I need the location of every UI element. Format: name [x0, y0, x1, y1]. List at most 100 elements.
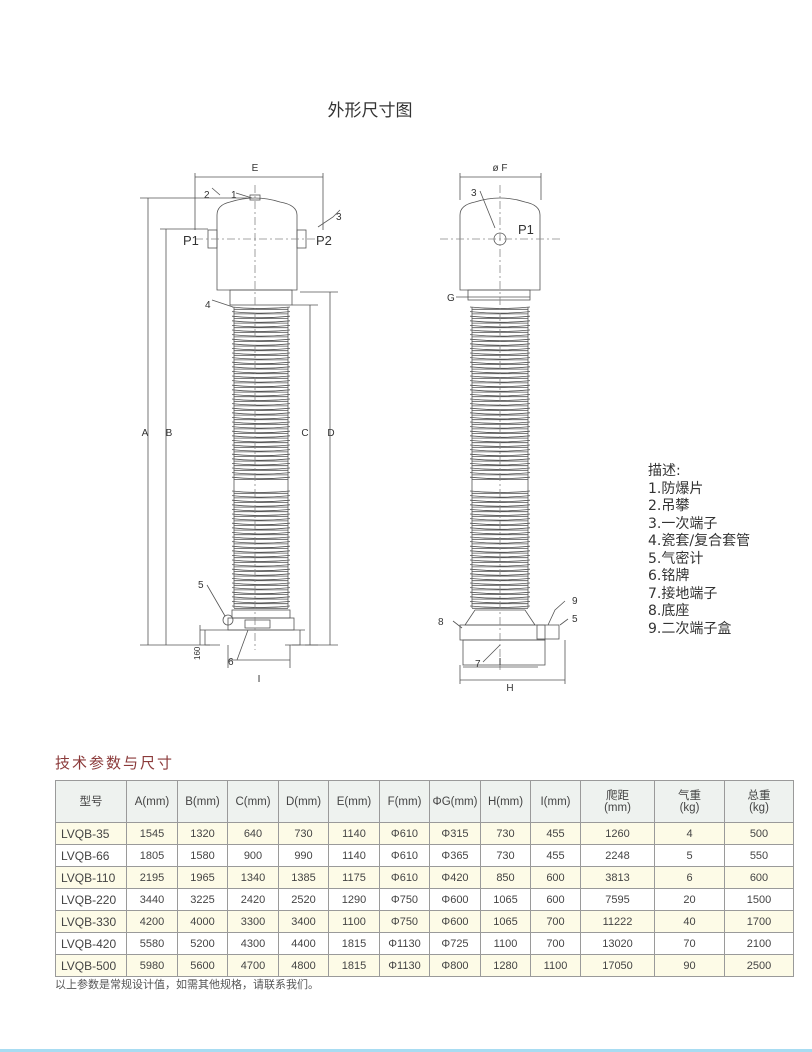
gas-density-meter: [222, 614, 234, 626]
specs-title: 技术参数与尺寸: [55, 754, 175, 772]
table-cell: 1065: [480, 910, 531, 933]
dim-label-i-side: I: [499, 657, 502, 668]
insulator-shed: [231, 449, 291, 453]
callout-4: 4: [205, 300, 211, 311]
column-header: I(mm): [530, 780, 581, 823]
insulator-shed: [231, 334, 291, 338]
table-cell: Φ610: [379, 822, 430, 845]
insulator-shed: [231, 375, 291, 379]
table-cell: 2520: [278, 888, 329, 911]
table-cell: 1965: [177, 866, 228, 889]
model-cell: LVQB-500: [55, 954, 127, 977]
table-cell: 1140: [328, 822, 380, 845]
insulator-shed: [231, 357, 291, 361]
insulator-shed: [231, 430, 291, 434]
table-cell: 700: [530, 910, 581, 933]
table-cell: 700: [530, 932, 581, 955]
table-cell: Φ750: [379, 910, 430, 933]
table-cell: 1100: [480, 932, 531, 955]
callout-3-front: 3: [336, 212, 342, 223]
specs-note: 以上参数是常规设计值，如需其他规格，请联系我们。: [55, 978, 319, 991]
insulator-shed: [469, 325, 531, 329]
column-header: 型号: [55, 780, 127, 823]
column-header: D(mm): [278, 780, 329, 823]
table-cell: 2195: [126, 866, 178, 889]
model-cell: LVQB-220: [55, 888, 127, 911]
insulator-shed: [469, 564, 531, 568]
column-header: 总重(kg): [724, 780, 794, 823]
table-cell: 20: [654, 888, 725, 911]
insulator-shed: [231, 532, 291, 536]
insulator-shed: [231, 495, 291, 499]
insulator-shed: [231, 467, 291, 471]
table-cell: 2100: [724, 932, 794, 955]
insulator-shed: [469, 591, 531, 595]
insulator-shed: [231, 463, 291, 467]
table-cell: Φ725: [429, 932, 481, 955]
table-cell: 90: [654, 954, 725, 977]
flange-front: [229, 289, 293, 306]
table-cell: 550: [724, 844, 794, 867]
table-cell: 1545: [126, 822, 178, 845]
column-header: 气重(kg): [654, 780, 725, 823]
table-cell: 4800: [278, 954, 329, 977]
insulator-shed: [231, 568, 291, 572]
table-cell: 5600: [177, 954, 228, 977]
table-cell: 640: [227, 822, 279, 845]
dim-label-h: H: [506, 683, 513, 694]
table-cell: Φ315: [429, 822, 481, 845]
label-p2: P2: [316, 233, 332, 248]
parts-legend: 描述: 1.防爆片 2.吊攀 3.一次端子 4.瓷套/复合套管 5.气密计 6.…: [648, 463, 750, 638]
table-cell: 1700: [724, 910, 794, 933]
table-cell: 850: [480, 866, 531, 889]
dim-label-g: G: [447, 293, 455, 304]
insulator-shed: [469, 357, 531, 361]
table-cell: 990: [278, 844, 329, 867]
table-cell: 2248: [580, 844, 655, 867]
legend-heading: 描述:: [648, 463, 681, 479]
insulator-shed: [231, 389, 291, 393]
callout-1: 1: [231, 190, 237, 201]
callout-3-side: 3: [471, 188, 477, 199]
insulator-shed: [231, 394, 291, 398]
table-cell: 1815: [328, 954, 380, 977]
insulator-shed: [231, 522, 291, 526]
table-cell: 4200: [126, 910, 178, 933]
insulator-shed: [231, 343, 291, 347]
insulator-shed: [231, 472, 291, 476]
table-cell: Φ600: [429, 888, 481, 911]
insulator-shed: [231, 573, 291, 577]
legend-item: 3.一次端子: [648, 515, 718, 532]
insulator-shed: [469, 582, 531, 586]
table-cell: 455: [530, 822, 581, 845]
insulator-shed: [231, 444, 291, 448]
legend-item: 1.防爆片: [648, 480, 704, 497]
table-cell: Φ800: [429, 954, 481, 977]
insulator-shed: [469, 320, 531, 324]
table-cell: 1100: [530, 954, 581, 977]
table-cell: 5: [654, 844, 725, 867]
table-cell: 13020: [580, 932, 655, 955]
table-cell: 1140: [328, 844, 380, 867]
table-cell: 600: [724, 866, 794, 889]
column-header: E(mm): [328, 780, 380, 823]
insulator-outline: [233, 307, 289, 608]
insulator-shed: [231, 440, 291, 444]
insulator-shed: [231, 596, 291, 600]
table-cell: 1100: [328, 910, 380, 933]
front-view: [140, 173, 341, 668]
insulator-shed: [231, 536, 291, 540]
column-header: C(mm): [227, 780, 279, 823]
label-p1-side: P1: [518, 222, 534, 237]
table-cell: 3813: [580, 866, 655, 889]
nameplate: [244, 619, 271, 629]
callout-5-side: 5: [572, 614, 578, 625]
dim-label-c: C: [301, 428, 308, 439]
table-cell: 3300: [227, 910, 279, 933]
insulator-shed: [231, 371, 291, 375]
insulator-shed: [231, 380, 291, 384]
table-cell: 4400: [278, 932, 329, 955]
